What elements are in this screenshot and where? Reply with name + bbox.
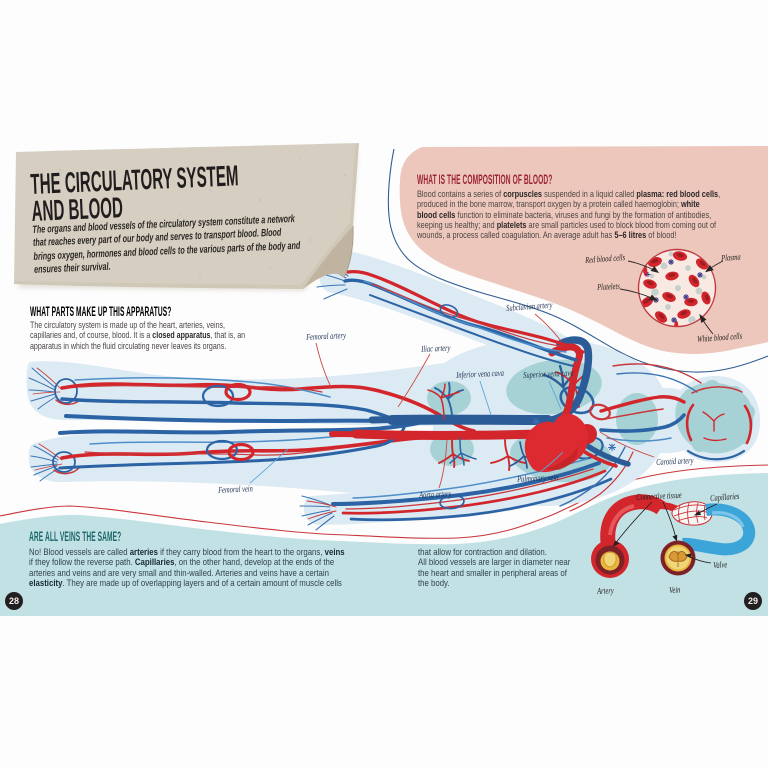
text-line: elasticity. They are made up of overlapp… xyxy=(29,578,342,589)
teal-band xyxy=(0,464,768,616)
page-number-left: 28 xyxy=(5,592,23,610)
text-line: capillaries and, of course, blood. It is… xyxy=(30,330,246,341)
text-line: the body. xyxy=(418,578,450,589)
composition-paragraph: Blood contains a series of corpuscles su… xyxy=(417,189,720,241)
text-line: wounds, a process called coagulation. An… xyxy=(417,230,677,241)
vessel-illustration xyxy=(591,494,756,578)
text-line: apparatus in which the fluid circulating… xyxy=(30,340,227,351)
label-plasma: Plasma xyxy=(721,251,741,263)
kraft-paper xyxy=(14,143,359,291)
label-capillaries: Capillaries xyxy=(710,490,740,503)
text-line: that allow for contraction and dilation. xyxy=(418,547,547,557)
veins-paragraph-col1: No! Blood vessels are called arteries if… xyxy=(29,547,345,588)
composition-heading: WHAT IS THE COMPOSITION OF BLOOD? xyxy=(417,172,553,187)
apparatus-paragraph: The circulatory system is made up of the… xyxy=(30,320,245,351)
label-femoral-artery: Femoral artery xyxy=(306,330,347,342)
label-femoral-vein: Femoral vein xyxy=(218,483,253,495)
veins-paragraph-col2: that allow for contraction and dilation.… xyxy=(418,547,570,588)
text-line: produced in the bone marrow, transport o… xyxy=(417,199,700,210)
text-line: keeping us healthy; and platelets are sm… xyxy=(417,220,717,231)
label-artery: Artery xyxy=(597,585,614,596)
apparatus-heading: WHAT PARTS MAKE UP THIS APPARATUS? xyxy=(30,304,172,319)
paper-note-text: THE CIRCULATORY SYSTEM AND BLOOD The org… xyxy=(30,158,364,282)
text-line: Blood contains a series of corpuscles su… xyxy=(417,189,721,199)
label-valve: Valve xyxy=(713,559,728,570)
heart xyxy=(524,413,597,473)
label-iliac-artery: Iliac artery xyxy=(421,342,451,354)
label-carotid-artery: Carotid artery xyxy=(656,455,694,467)
text-line: blood cells function to eliminate bacter… xyxy=(417,209,712,220)
text-line: if they follow the reverse path. Capilla… xyxy=(29,557,335,568)
text-line: arteries and veins and are very small an… xyxy=(29,567,329,578)
label-pulmonary-vein: Pulmonary vein xyxy=(517,472,559,484)
text-line: No! Blood vessels are called arteries if… xyxy=(29,547,345,557)
body-label-leaders xyxy=(249,313,655,489)
text-line: The circulatory system is made up of the… xyxy=(30,320,226,330)
veins-heading: ARE ALL VEINS THE SAME? xyxy=(29,529,122,544)
intro-paragraph: The organs and blood vessels of the circ… xyxy=(32,213,301,278)
label-vein: Vein xyxy=(669,584,681,595)
text-line: the heart and smaller in peripheral area… xyxy=(418,567,567,578)
vessels xyxy=(28,252,753,531)
text-line: All blood vessels are larger in diameter… xyxy=(418,557,571,568)
page-number-right: 29 xyxy=(744,592,762,610)
label-platelets: Platelets xyxy=(597,280,620,292)
label-aorta-artery: Aorta artery xyxy=(419,488,452,500)
